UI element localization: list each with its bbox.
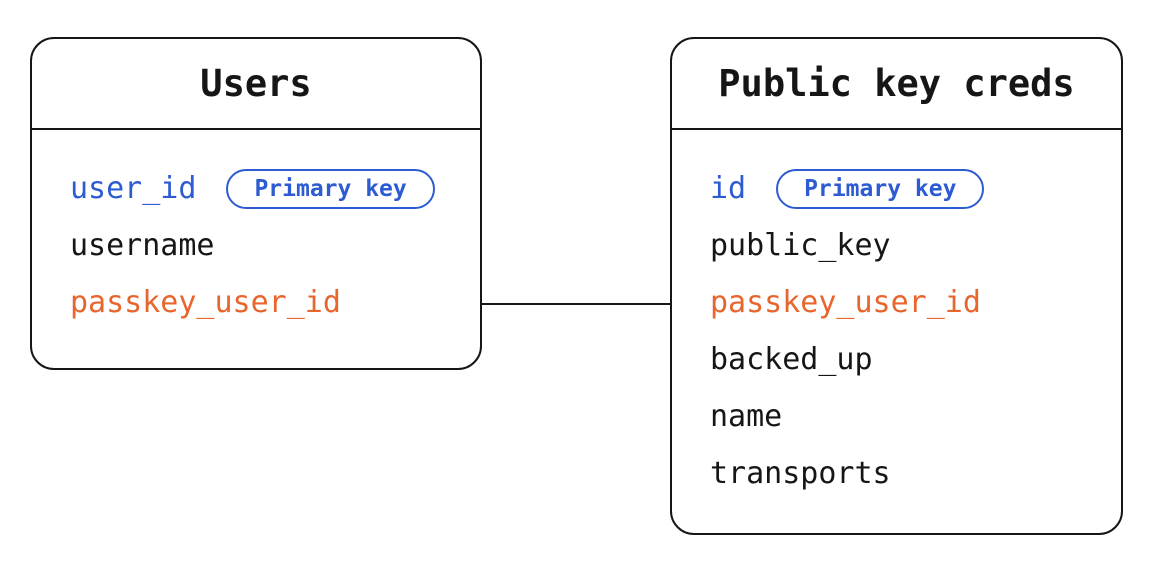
field-row: backed_up: [672, 331, 1121, 388]
table-title: Public key creds: [718, 62, 1075, 105]
field-row: transports: [672, 445, 1121, 502]
relationship-line: [480, 303, 672, 305]
field-row: public_key: [672, 217, 1121, 274]
table-header: Public key creds: [672, 39, 1121, 130]
field-row: name: [672, 388, 1121, 445]
field-name: backed_up: [710, 341, 873, 377]
field-name: passkey_user_id: [70, 284, 341, 320]
field-row: user_id Primary key: [32, 160, 480, 217]
field-name: username: [70, 227, 215, 263]
table-title: Users: [200, 62, 312, 105]
table-header: Users: [32, 39, 480, 130]
field-name: name: [710, 398, 783, 434]
table-users: Users user_id Primary key username passkey_…: [30, 37, 482, 370]
field-row: passkey_user_id: [32, 274, 480, 331]
field-name: passkey_user_id: [710, 284, 981, 320]
field-row: id Primary key: [672, 160, 1121, 217]
primary-key-badge: Primary key: [776, 168, 985, 209]
field-name: user_id: [70, 170, 197, 206]
primary-key-badge: Primary key: [226, 168, 435, 209]
field-name: public_key: [710, 227, 891, 263]
field-name: id: [710, 170, 747, 206]
field-name: transports: [710, 455, 891, 491]
field-list: user_id Primary key username passkey_user_i…: [32, 130, 480, 331]
field-row: passkey_user_id: [672, 274, 1121, 331]
table-public-key-creds: Public key creds id Primary key public_key…: [670, 37, 1123, 535]
field-row: username: [32, 217, 480, 274]
